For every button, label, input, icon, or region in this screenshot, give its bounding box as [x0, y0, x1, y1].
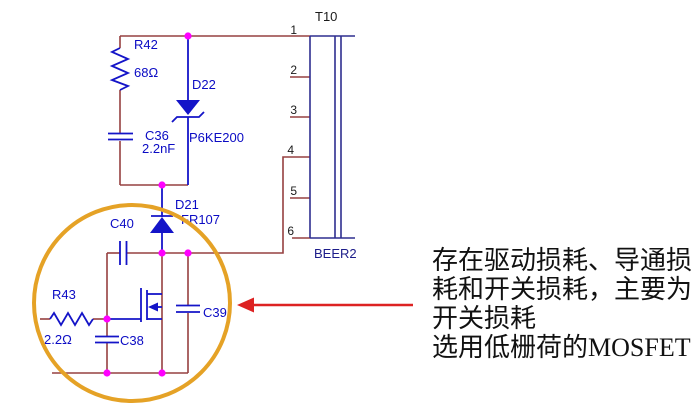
t10-pin-6: 6 [287, 224, 294, 238]
capacitor-c39: C39 [176, 304, 227, 320]
annotation-text: 存在驱动损耗、导通损 耗和开关损耗，主要为 开关损耗 选用低栅荷的MOSFET [432, 246, 692, 362]
t10-core-lines [334, 36, 342, 238]
callout-arrow [237, 297, 413, 313]
wire-drain-rail-to-pin4 [127, 156, 310, 254]
c40-ref-label: C40 [110, 216, 134, 231]
r42-ref-label: R42 [134, 37, 158, 52]
t10-pin-2: 2 [290, 63, 297, 77]
annotation-line-1: 存在驱动损耗、导通损 [432, 246, 692, 275]
mosfet-body-arrow-icon [148, 302, 158, 312]
annotation-line-3: 开关损耗 [432, 304, 536, 333]
junction-dot [158, 369, 166, 377]
r43-ref-label: R43 [52, 287, 76, 302]
c40-plates [119, 241, 128, 265]
junction-dot [103, 369, 111, 377]
junction-dot [184, 32, 192, 40]
d21-triangle [150, 217, 174, 233]
capacitor-c38: C38 [95, 333, 144, 348]
c36-ref-label: C36 [145, 128, 169, 143]
annotation-line-4: 选用低栅荷的MOSFET [432, 333, 691, 362]
highlight-circle [32, 203, 232, 403]
junction-dots [103, 32, 192, 377]
c36-value-label: 2.2nF [142, 141, 175, 156]
t10-pin-5: 5 [290, 184, 297, 198]
transformer-t10: T10 BEER2 1 2 3 4 5 6 [287, 9, 356, 261]
d22-value-label: P6KE200 [189, 130, 244, 145]
t10-ref-label: T10 [315, 9, 337, 24]
tvs-diode-d22: D22 P6KE200 [171, 36, 244, 185]
t10-pin-4: 4 [287, 143, 294, 157]
d21-ref-label: D21 [175, 197, 199, 212]
c39-plates [176, 304, 200, 313]
t10-pin-3: 3 [290, 103, 297, 117]
junction-dot [158, 181, 166, 189]
t10-part-label: BEER2 [314, 246, 357, 261]
d22-triangle [176, 100, 200, 115]
r43-value-label: 2.2Ω [44, 332, 72, 347]
d22-ref-label: D22 [192, 77, 216, 92]
resistor-r43: R43 2.2Ω [44, 287, 94, 347]
t10-pin-1: 1 [290, 23, 297, 37]
capacitor-c36: C36 2.2nF [108, 128, 175, 156]
resistor-r42-zigzag [109, 47, 131, 91]
r43-zigzag [49, 311, 94, 327]
c38-ref-label: C38 [120, 333, 144, 348]
junction-dot [158, 249, 166, 257]
c38-plates [95, 335, 119, 344]
resistor-r42: R42 68Ω [109, 37, 158, 91]
wires [40, 35, 310, 374]
r42-value-label: 68Ω [134, 65, 158, 80]
capacitor-c40: C40 [110, 216, 134, 265]
annotation-line-2: 耗和开关损耗，主要为 [432, 275, 692, 304]
c36-plates [108, 132, 133, 141]
junction-dot [184, 249, 192, 257]
callout-arrowhead-icon [237, 297, 254, 313]
c39-ref-label: C39 [203, 305, 227, 320]
mosfet-symbol [107, 288, 162, 322]
junction-dot [103, 315, 111, 323]
